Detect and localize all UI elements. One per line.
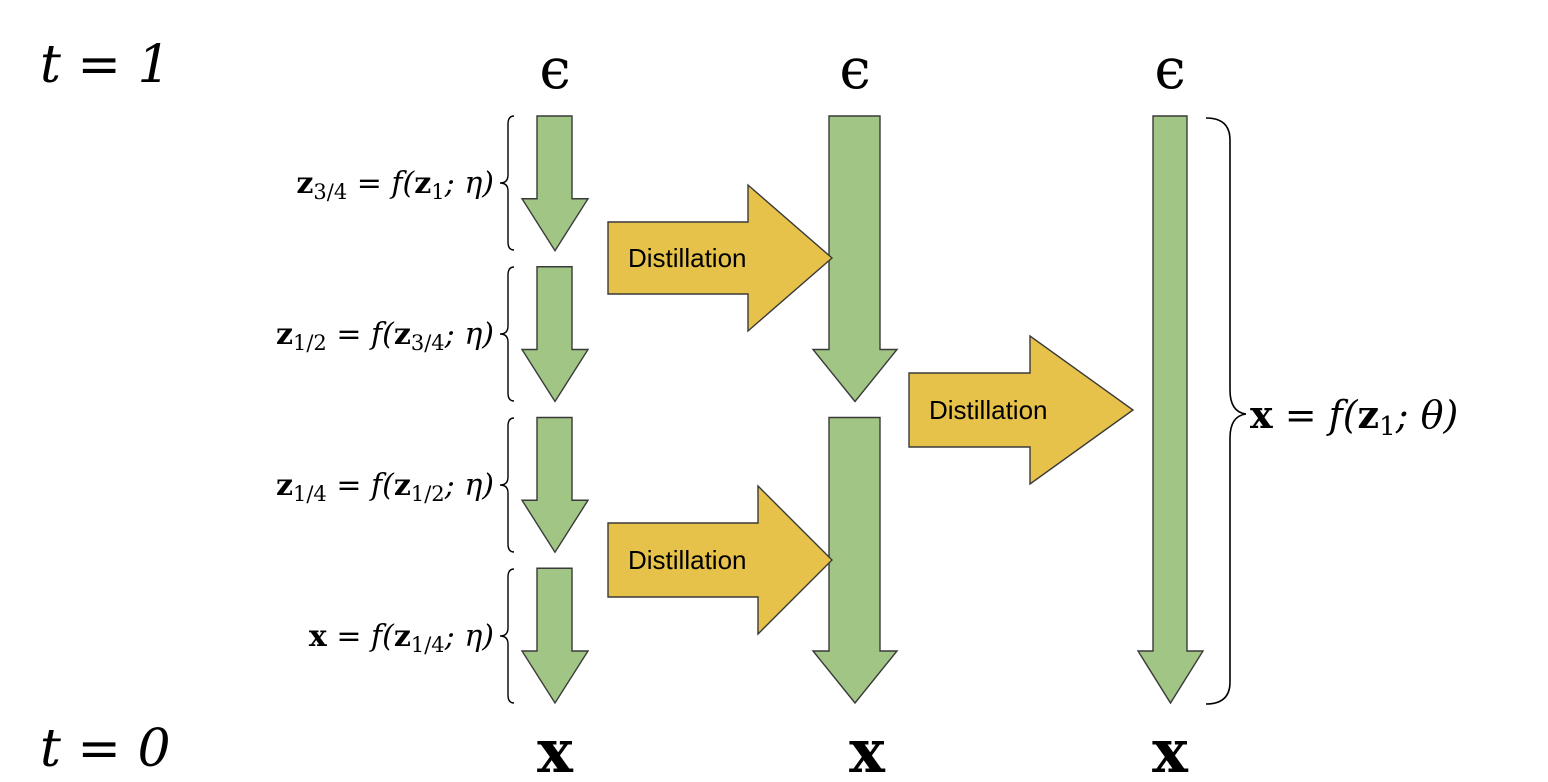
step-arrow-student-2-1	[1136, 115, 1205, 705]
step-arrow-teacher-3	[520, 416, 590, 554]
final-label-lhs: x	[1250, 392, 1273, 437]
step-label-lhs-sub: 1/4	[293, 482, 327, 506]
step-label-rhs-post: ; η)	[444, 166, 494, 201]
step-braces	[499, 115, 515, 704]
step-label-2: z1/2 = f(z3/4; η)	[276, 317, 494, 355]
step-label-lhs-sub: 3/4	[313, 180, 347, 204]
noise-symbol-col1: ϵ	[539, 37, 570, 102]
step-label-lhs-sub: 1/2	[293, 331, 327, 355]
distillation-arrow-shape	[607, 183, 834, 333]
step-arrow-student-1-2	[811, 416, 899, 705]
step-label-arg-sub: 1/4	[411, 633, 445, 657]
final-brace	[1205, 117, 1247, 705]
step-label-arg-sub: 1/2	[411, 482, 445, 506]
step-brace-2	[499, 266, 515, 402]
noise-symbol-col3: ϵ	[1154, 37, 1185, 102]
step-label-rhs-post: ; η)	[444, 317, 494, 352]
step-label-lhs: x	[309, 619, 328, 654]
step-label-1: z3/4 = f(z1; η)	[296, 166, 494, 204]
step-label-arg: z	[394, 317, 411, 352]
step-label-arg: z	[414, 166, 431, 201]
time-label-top: t = 1	[40, 35, 171, 95]
step-brace-3	[499, 417, 515, 553]
final-label-rhs-post: ; θ)	[1395, 393, 1459, 437]
final-label-rhs-pre: = f(	[1273, 393, 1359, 437]
distillation-arrow-3: Distillation	[607, 484, 833, 636]
final-label-arg: z	[1358, 392, 1380, 437]
step-label-arg: z	[394, 468, 411, 503]
step-brace-4	[499, 568, 515, 704]
step-arrow-teacher-1	[520, 115, 590, 253]
distillation-label: Distillation	[929, 395, 1048, 425]
data-symbol-col1: x	[537, 717, 574, 782]
step-label-rhs-post: ; η)	[444, 468, 494, 503]
step-label-rhs-pre: = f(	[327, 468, 395, 503]
data-symbol-col3: x	[1152, 717, 1189, 782]
final-label: x = f(z1; θ)	[1250, 392, 1458, 442]
data-symbol-col2: x	[849, 717, 886, 782]
step-label-arg: z	[394, 619, 411, 654]
step-arrows	[520, 115, 1205, 705]
step-label-rhs-pre: = f(	[347, 166, 415, 201]
distillation-arrow-1: Distillation	[607, 183, 834, 333]
step-label-lhs: z	[296, 166, 313, 201]
distillation-arrow-shape	[607, 484, 833, 636]
step-label-arg-sub: 1	[431, 180, 444, 204]
step-label-4: x = f(z1/4; η)	[309, 619, 494, 657]
distillation-arrow-2: Distillation	[908, 334, 1135, 486]
step-label-lhs: z	[276, 468, 293, 503]
step-label-rhs-pre: = f(	[327, 317, 395, 352]
distillation-label: Distillation	[628, 243, 747, 273]
step-arrow-student-1-1	[811, 115, 899, 403]
step-labels: z3/4 = f(z1; η)z1/2 = f(z3/4; η)z1/4 = f…	[276, 166, 494, 657]
noise-symbol-col2: ϵ	[839, 37, 870, 102]
step-label-lhs: z	[276, 317, 293, 352]
step-label-rhs-pre: = f(	[327, 619, 395, 654]
step-label-3: z1/4 = f(z1/2; η)	[276, 468, 494, 506]
step-arrow-teacher-4	[520, 567, 590, 705]
distillation-label: Distillation	[628, 545, 747, 575]
step-brace-1	[499, 115, 515, 251]
step-arrow-teacher-2	[520, 266, 590, 403]
distillation-arrow-shape	[908, 334, 1135, 486]
step-label-rhs-post: ; η)	[444, 619, 494, 654]
time-label-bottom: t = 0	[40, 719, 171, 779]
step-label-arg-sub: 3/4	[411, 331, 445, 355]
final-label-arg-sub: 1	[1379, 412, 1396, 442]
